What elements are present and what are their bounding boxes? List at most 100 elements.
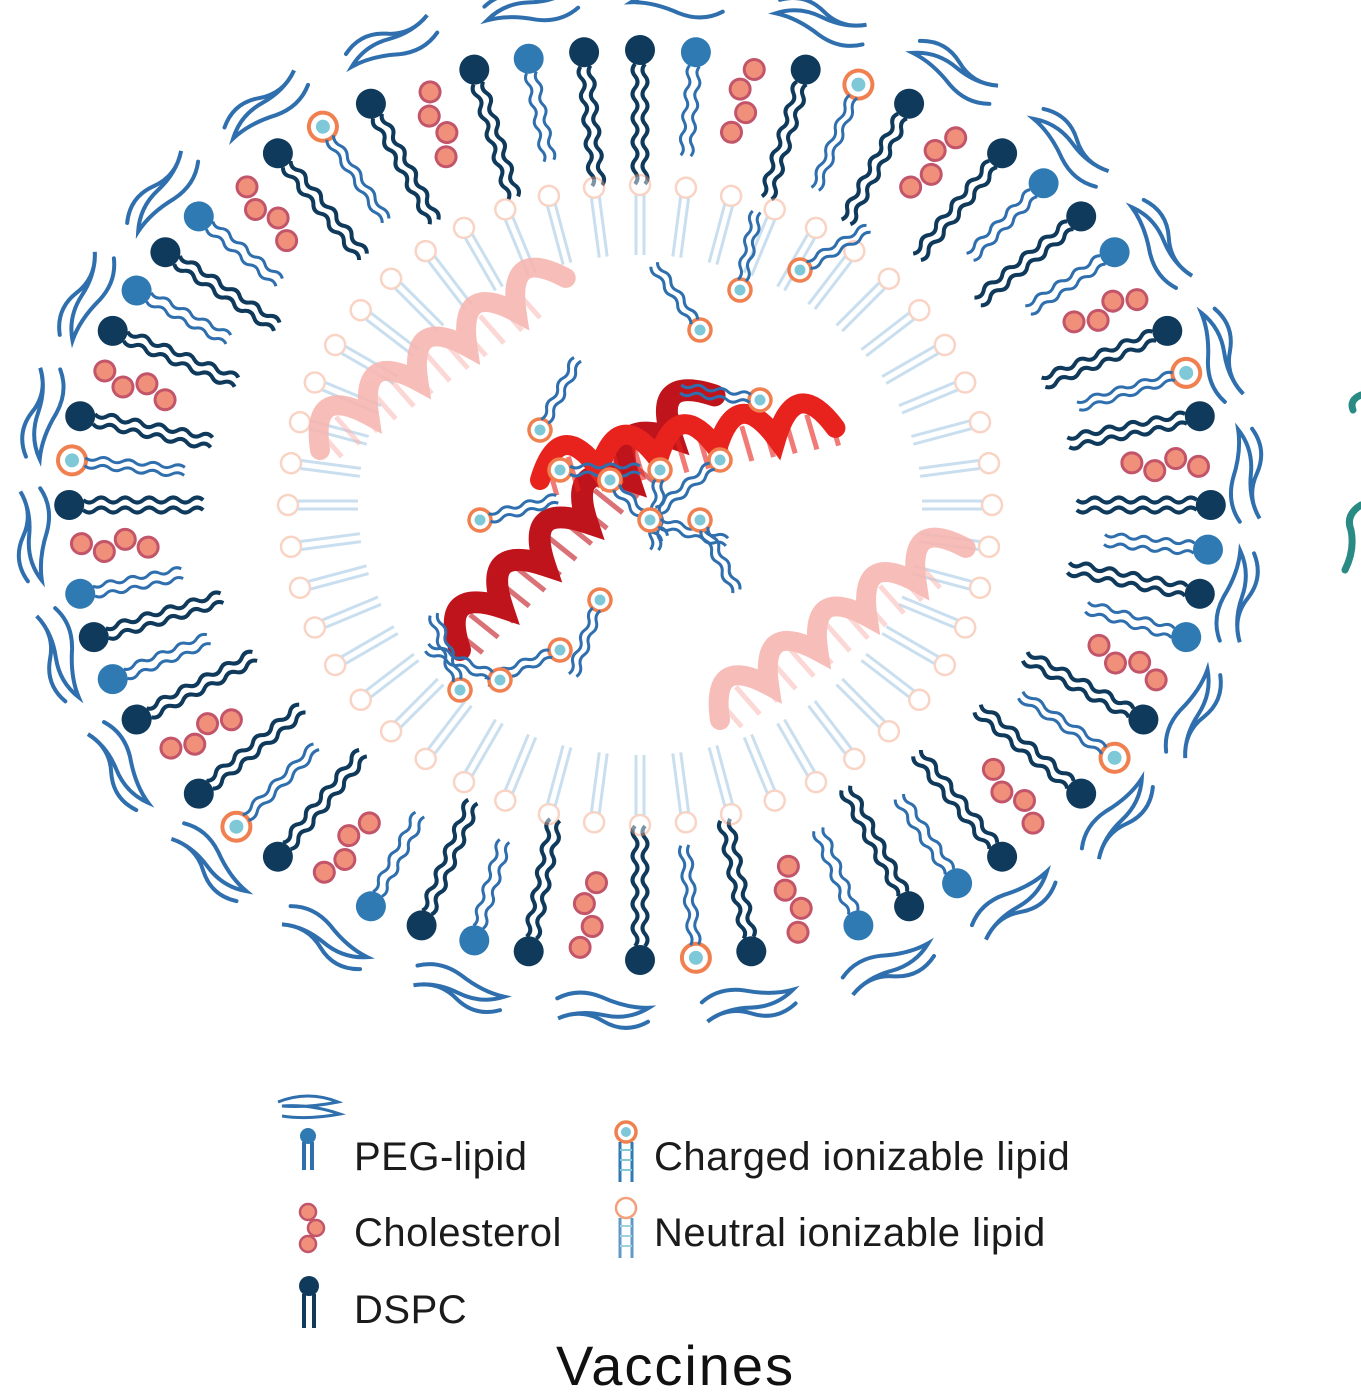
inner-neutral-ionizable-lipid xyxy=(276,493,358,517)
inner-neutral-ionizable-lipid xyxy=(537,745,573,826)
outer-lipid-peg xyxy=(355,810,426,922)
outer-lipid-dspc xyxy=(625,35,655,186)
inner-neutral-ionizable-lipid xyxy=(898,595,977,639)
outer-lipid-chol xyxy=(312,811,381,884)
outer-lipid-dspc xyxy=(459,54,521,201)
outer-lipid-dspc xyxy=(54,490,205,520)
mrna-background-strand xyxy=(708,527,976,730)
legend-peg-lipid: PEG-lipid xyxy=(354,1135,528,1179)
outer-lipid-peg xyxy=(65,566,184,609)
inner-neutral-ionizable-lipid xyxy=(582,176,609,258)
peg-chain xyxy=(905,38,999,106)
legend-charged-ionizable-lipid: Charged ionizable lipid xyxy=(654,1135,1071,1179)
outer-lipid-dspc xyxy=(513,817,562,967)
inner-neutral-ionizable-lipid xyxy=(860,652,931,712)
outer-lipid-dspc xyxy=(1075,490,1226,520)
inner-neutral-ionizable-lipid xyxy=(671,176,698,258)
core-charged-ionizable-lipid xyxy=(567,587,613,678)
inner-neutral-ionizable-lipid xyxy=(922,493,1004,517)
outer-lipid-chol xyxy=(568,871,608,959)
outer-lipid-dspc xyxy=(97,315,241,388)
outer-lipid-peg xyxy=(183,201,284,287)
outer-lipid-dspc xyxy=(355,88,441,225)
inner-neutral-ionizable-lipid xyxy=(835,677,901,743)
outer-lipid-chol xyxy=(1120,447,1211,483)
outer-lipid-chol xyxy=(981,757,1045,835)
inner-neutral-ionizable-lipid xyxy=(279,451,362,478)
outer-lipid-chol xyxy=(720,57,766,144)
inner-neutral-ionizable-lipid xyxy=(671,752,698,834)
inner-neutral-ionizable-lipid xyxy=(279,532,362,559)
peg-chain xyxy=(86,720,155,813)
outer-lipid-peg xyxy=(97,632,212,695)
outer-lipid-chol xyxy=(235,175,299,253)
peg-chain xyxy=(222,69,311,146)
inner-neutral-ionizable-lipid xyxy=(807,700,866,771)
inner-neutral-ionizable-lipid xyxy=(910,410,992,446)
peg-chain xyxy=(35,606,84,704)
peg-chain-layer xyxy=(16,0,1264,1030)
lipid-nanoparticle-diagram xyxy=(16,0,1361,1030)
inner-neutral-ionizable-lipid xyxy=(379,267,445,333)
outer-lipid-dspc xyxy=(262,748,368,872)
peg-chain xyxy=(125,150,201,239)
inner-neutral-ionizable-lipid xyxy=(707,184,743,265)
outer-lipid-dspc xyxy=(972,704,1097,809)
peg-chain xyxy=(969,864,1058,941)
peg-chain xyxy=(623,0,725,20)
inner-neutral-ionizable-lipid xyxy=(707,745,743,826)
inner-neutral-ionizable-lipid xyxy=(807,239,866,310)
outer-lipid-ion xyxy=(306,110,391,224)
peg-chain xyxy=(1228,422,1264,524)
outer-lipid-ion xyxy=(1076,356,1203,412)
inner-neutral-ionizable-lipid xyxy=(323,625,399,677)
outer-lipid-ion xyxy=(56,444,186,478)
outer-lipid-chol xyxy=(773,854,813,944)
outer-lipid-ion xyxy=(1017,690,1131,774)
outer-lipid-dspc xyxy=(716,817,767,967)
core-charged-ionizable-lipid xyxy=(428,612,473,703)
outer-lipid-chol xyxy=(899,126,968,199)
outer-lipid-chol xyxy=(69,527,160,563)
outer-lipid-dspc xyxy=(262,138,369,261)
core-charged-ionizable-lipid xyxy=(647,457,673,552)
outer-lipid-ion xyxy=(810,68,875,192)
peg-chain xyxy=(16,486,52,588)
outer-lipid-dspc xyxy=(1020,651,1159,735)
outer-lipid-dspc xyxy=(65,401,215,449)
outer-lipid-ion xyxy=(220,742,320,843)
outer-lipid-peg xyxy=(812,827,874,941)
outer-lipid-dspc xyxy=(1065,561,1215,609)
inner-neutral-ionizable-lipid xyxy=(881,333,957,385)
outer-lipid-chol xyxy=(159,708,243,760)
inner-neutral-ionizable-lipid xyxy=(288,564,370,600)
inner-neutral-ionizable-lipid xyxy=(537,184,573,265)
outer-lipid-chol xyxy=(1062,288,1149,334)
neutral-ionizable-lipid-icon xyxy=(614,1196,638,1258)
legend-cholesterol: Cholesterol xyxy=(354,1211,562,1255)
core-charged-ionizable-lipid xyxy=(787,223,871,283)
core-charged-ionizable-lipid xyxy=(687,507,742,594)
inner-neutral-ionizable-lipid xyxy=(303,595,382,639)
inner-neutral-ionizable-lipid xyxy=(918,532,1001,559)
inner-neutral-ionizable-lipid xyxy=(776,718,828,794)
inner-neutral-ionizable-lipid xyxy=(628,173,652,255)
peg-chain xyxy=(1026,106,1110,189)
inner-neutral-ionizable-lipid xyxy=(452,216,504,292)
inner-neutral-ionizable-lipid xyxy=(881,625,957,677)
outer-lipid-peg xyxy=(893,793,973,899)
outer-lipid-dspc xyxy=(1040,315,1183,390)
outer-lipid-dspc xyxy=(121,649,258,735)
peg-chain xyxy=(281,904,375,972)
peg-chain xyxy=(1196,306,1245,404)
core-charged-ionizable-lipid xyxy=(467,493,559,533)
inner-neutral-ionizable-lipid xyxy=(379,677,445,743)
peg-chain xyxy=(57,251,117,349)
outer-lipid-peg xyxy=(678,37,711,158)
inner-neutral-ionizable-lipid xyxy=(860,298,931,358)
inner-neutral-ionizable-lipid xyxy=(349,652,420,712)
inner-neutral-ionizable-lipid xyxy=(452,718,504,794)
core-charged-ionizable-lipid xyxy=(727,209,762,303)
outer-lipid-chol xyxy=(1087,633,1168,692)
peg-chain xyxy=(343,13,440,73)
